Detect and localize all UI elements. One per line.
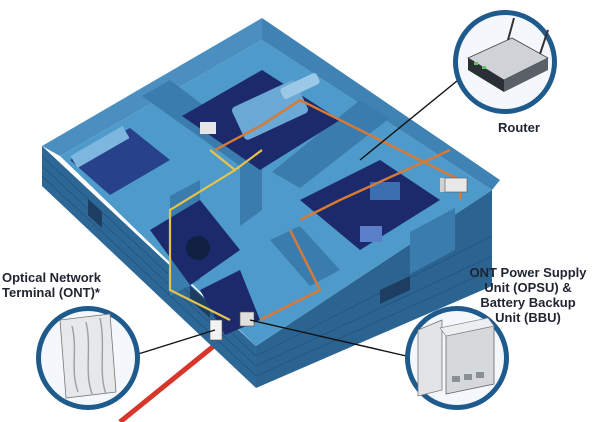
- fiber-cable: [118, 343, 217, 422]
- opsu-label: ONT Power Supply Unit (OPSU) & Battery B…: [456, 265, 600, 325]
- opsu-label-line-3: Battery Backup: [480, 295, 576, 310]
- ont-device-in-house: [209, 319, 223, 341]
- yellow-cable: [168, 149, 263, 321]
- opsu-leader: [249, 319, 416, 359]
- router-icon: [467, 17, 549, 92]
- house-floorplan: [41, 18, 500, 388]
- ont-leader: [134, 329, 216, 356]
- bed-pillows: [280, 73, 320, 99]
- router-label: Router: [498, 120, 568, 135]
- ont-box-icon: [59, 313, 117, 399]
- opsu-callout: [405, 306, 509, 410]
- ont-label-line-2: Terminal (ONT)*: [2, 285, 100, 300]
- dining-table: [186, 236, 210, 260]
- armchair: [360, 226, 382, 242]
- router-label-line: Router: [498, 120, 540, 135]
- router-device-in-house: [444, 177, 468, 193]
- kitchen-floor: [70, 128, 170, 195]
- router-callout: [453, 10, 557, 114]
- back-left-wall: [42, 18, 262, 156]
- opsu-label-line-2: Unit (OPSU) &: [484, 280, 572, 295]
- window-right-1: [380, 276, 410, 304]
- kitchen-counter: [70, 125, 130, 169]
- router-leader: [359, 71, 469, 161]
- window-left-2: [190, 286, 210, 318]
- ont-callout: [36, 306, 140, 410]
- opsu-device-in-house: [239, 311, 255, 327]
- floor: [60, 40, 492, 346]
- opsu-label-line-4: Unit (BBU): [495, 310, 561, 325]
- window-left-1: [88, 199, 102, 228]
- back-right-wall: [262, 18, 500, 190]
- right-wall-bricks: [255, 235, 493, 377]
- ont-label: Optical Network Terminal (ONT)*: [2, 270, 122, 300]
- ont-label-line-1: Optical Network: [2, 270, 101, 285]
- living-carpet: [300, 160, 440, 250]
- opsu-label-line-1: ONT Power Supply: [469, 265, 587, 280]
- sofa: [370, 182, 400, 200]
- opsu-bbu-icon: [417, 317, 495, 397]
- desk-lamp: [200, 122, 216, 134]
